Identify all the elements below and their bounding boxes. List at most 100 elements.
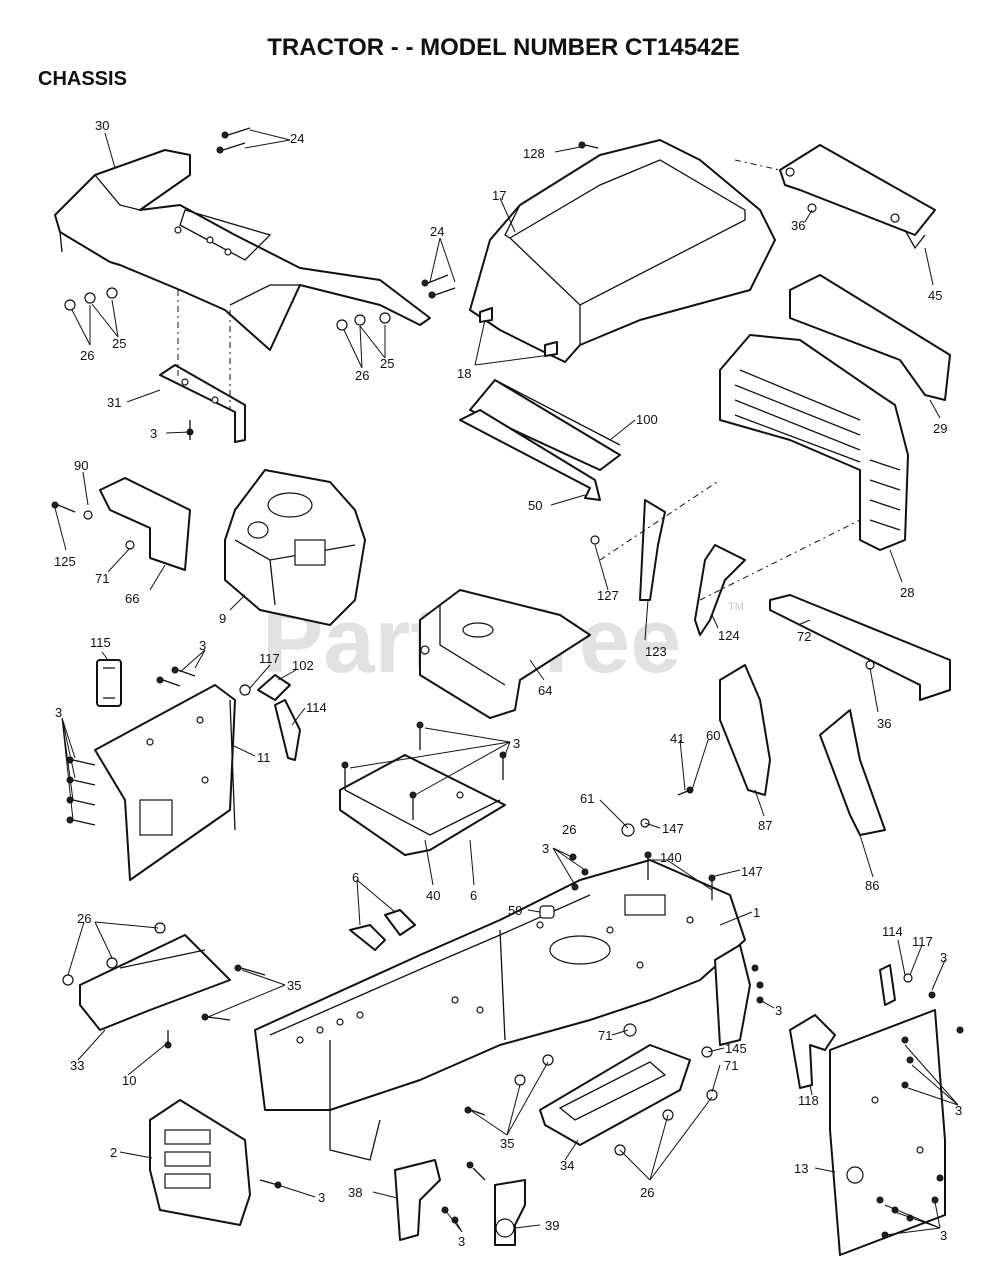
callout-71: 71 [95, 571, 109, 586]
part-66-plate [99, 477, 191, 571]
callout-60: 60 [706, 728, 720, 743]
callout-35: 35 [287, 978, 301, 993]
callout-33: 33 [70, 1058, 84, 1073]
callout-26: 26 [355, 368, 369, 383]
callout-128: 128 [523, 146, 545, 161]
callout-3: 3 [458, 1234, 465, 1249]
callout-45: 45 [928, 288, 942, 303]
part-30-rear-fender [54, 149, 431, 351]
callout-114: 114 [882, 924, 903, 939]
callout-3: 3 [775, 1003, 782, 1018]
part-9-fuel-tank [224, 469, 366, 626]
callout-6: 6 [470, 888, 477, 903]
callout-40: 40 [426, 888, 440, 903]
callout-26: 26 [562, 822, 576, 837]
callout-3: 3 [542, 841, 549, 856]
part-39-bracket [494, 1179, 526, 1246]
callout-13: 13 [794, 1161, 808, 1176]
part-29-grille-screen [789, 274, 951, 401]
callout-140: 140 [660, 850, 682, 865]
callout-26: 26 [640, 1185, 654, 1200]
callout-6: 6 [352, 870, 359, 885]
callout-3: 3 [199, 638, 206, 653]
callout-35: 35 [500, 1136, 514, 1151]
part-34-footrest [539, 1044, 691, 1146]
callout-3: 3 [55, 705, 62, 720]
callout-147: 147 [741, 864, 763, 879]
callout-71: 71 [598, 1028, 612, 1043]
part-50-bracket [459, 409, 601, 501]
callout-50: 50 [528, 498, 542, 513]
callout-18: 18 [457, 366, 471, 381]
callout-118: 118 [798, 1093, 819, 1108]
part-72-bracket [769, 594, 951, 701]
part-118-bracket [789, 1014, 836, 1089]
callout-26: 26 [77, 911, 91, 926]
callout-3: 3 [513, 736, 520, 751]
callout-61: 61 [580, 791, 594, 806]
callout-2: 2 [110, 1145, 117, 1160]
callout-115: 115 [90, 635, 111, 650]
callout-29: 29 [933, 421, 947, 436]
callout-24: 24 [430, 224, 444, 239]
part-frame-right-bracket [714, 944, 751, 1046]
part-31-bracket [159, 290, 246, 443]
callout-9: 9 [219, 611, 226, 626]
callout-labels: 30 24 128 17 36 45 24 26 25 26 25 18 29 … [54, 118, 962, 1249]
callout-72: 72 [797, 629, 811, 644]
part-100-hood-rest [469, 379, 621, 471]
callout-124: 124 [718, 628, 740, 643]
part-102-clip [257, 674, 291, 701]
callout-66: 66 [125, 591, 139, 606]
callout-34: 34 [560, 1158, 574, 1173]
callout-17: 17 [492, 188, 506, 203]
callout-117: 117 [259, 651, 280, 666]
callout-30: 30 [95, 118, 109, 133]
callout-125: 125 [54, 554, 76, 569]
part-38-bracket [394, 1159, 441, 1241]
callout-3: 3 [318, 1190, 325, 1205]
section-title: CHASSIS [38, 68, 127, 90]
callout-64: 64 [538, 683, 552, 698]
callout-71: 71 [724, 1058, 738, 1073]
leader-lines [54, 129, 959, 1236]
part-40-plate [339, 754, 506, 856]
callout-3: 3 [955, 1103, 962, 1118]
callout-10: 10 [122, 1073, 136, 1088]
callout-114: 114 [306, 700, 327, 715]
callout-3: 3 [940, 1228, 947, 1243]
callout-87: 87 [758, 818, 772, 833]
part-87-plate [719, 664, 771, 796]
part-86-plate [819, 709, 886, 836]
part-33-footrest [79, 934, 231, 1031]
part-64-dash-panel [419, 589, 591, 719]
callout-123: 123 [645, 644, 667, 659]
part-123-bracket [639, 499, 666, 601]
page-title: TRACTOR - - MODEL NUMBER CT14542E [267, 34, 740, 61]
part-124-bracket [694, 544, 746, 636]
part-2-front-bracket [149, 1099, 251, 1226]
part-115-pad [96, 659, 122, 707]
callout-3: 3 [150, 426, 157, 441]
callout-41: 41 [670, 731, 684, 746]
callout-127: 127 [597, 588, 619, 603]
part-114-bracket [274, 699, 301, 761]
part-28-grille [719, 334, 909, 551]
callout-90: 90 [74, 458, 88, 473]
part-11-side-plate [94, 684, 236, 881]
callout-59: 59 [508, 903, 522, 918]
callout-145: 145 [725, 1041, 747, 1056]
part-114-right-bracket [879, 964, 896, 1006]
callout-24: 24 [290, 131, 304, 146]
watermark-trademark: TM [728, 601, 744, 613]
callout-28: 28 [900, 585, 914, 600]
callout-25: 25 [380, 356, 394, 371]
callout-38: 38 [348, 1185, 362, 1200]
callout-25: 25 [112, 336, 126, 351]
callout-117: 117 [912, 934, 933, 949]
callout-36: 36 [877, 716, 891, 731]
callout-39: 39 [545, 1218, 559, 1233]
fasteners [51, 127, 964, 1239]
